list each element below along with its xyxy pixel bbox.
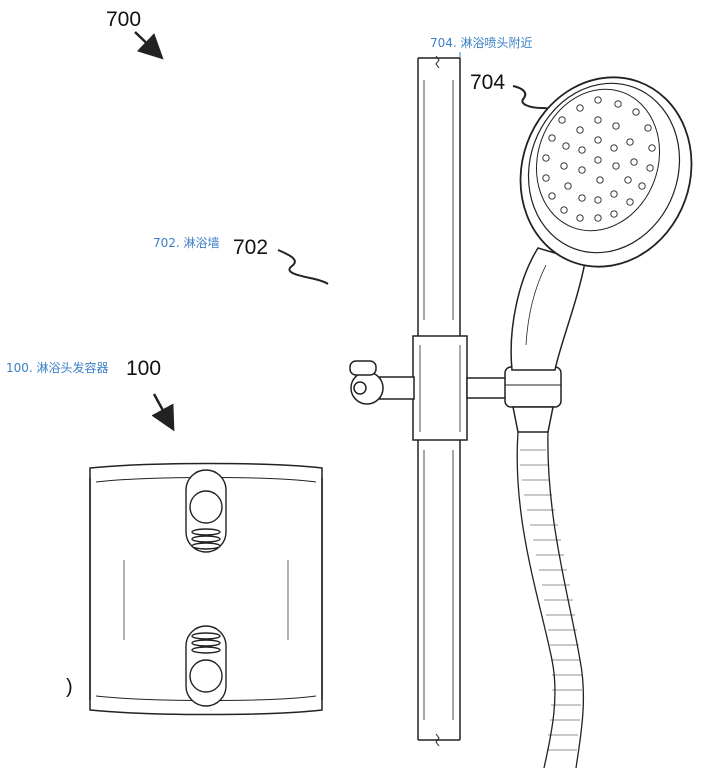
shower-head <box>519 76 693 268</box>
shower-head-holder <box>504 366 562 433</box>
annotation-bracket: 100. 淋浴头发容器 <box>6 361 109 375</box>
holder-arm <box>466 377 510 399</box>
arrow-100 <box>151 393 175 432</box>
ref-numeral-100: 100 <box>126 357 162 380</box>
holder-device <box>89 462 323 716</box>
ref-numeral-702: 702 <box>233 236 269 259</box>
shower-hose <box>516 431 585 769</box>
spray-nozzles <box>542 96 656 222</box>
paren-mark: ) <box>66 676 73 698</box>
annotation-wall: 702. 淋浴墙 <box>153 236 220 250</box>
shower-handle <box>510 247 586 371</box>
knob <box>349 360 415 405</box>
arrow-700 <box>134 31 164 60</box>
ref-numeral-704: 704 <box>470 71 506 94</box>
holder-clip-top <box>185 469 227 553</box>
ref-numeral-700: 700 <box>106 8 142 31</box>
rail-collar <box>412 335 468 441</box>
annotation-showerhead: 704. 淋浴喷头附近 <box>430 36 533 50</box>
leader-702 <box>277 249 329 285</box>
holder-clip-bottom <box>185 625 227 707</box>
